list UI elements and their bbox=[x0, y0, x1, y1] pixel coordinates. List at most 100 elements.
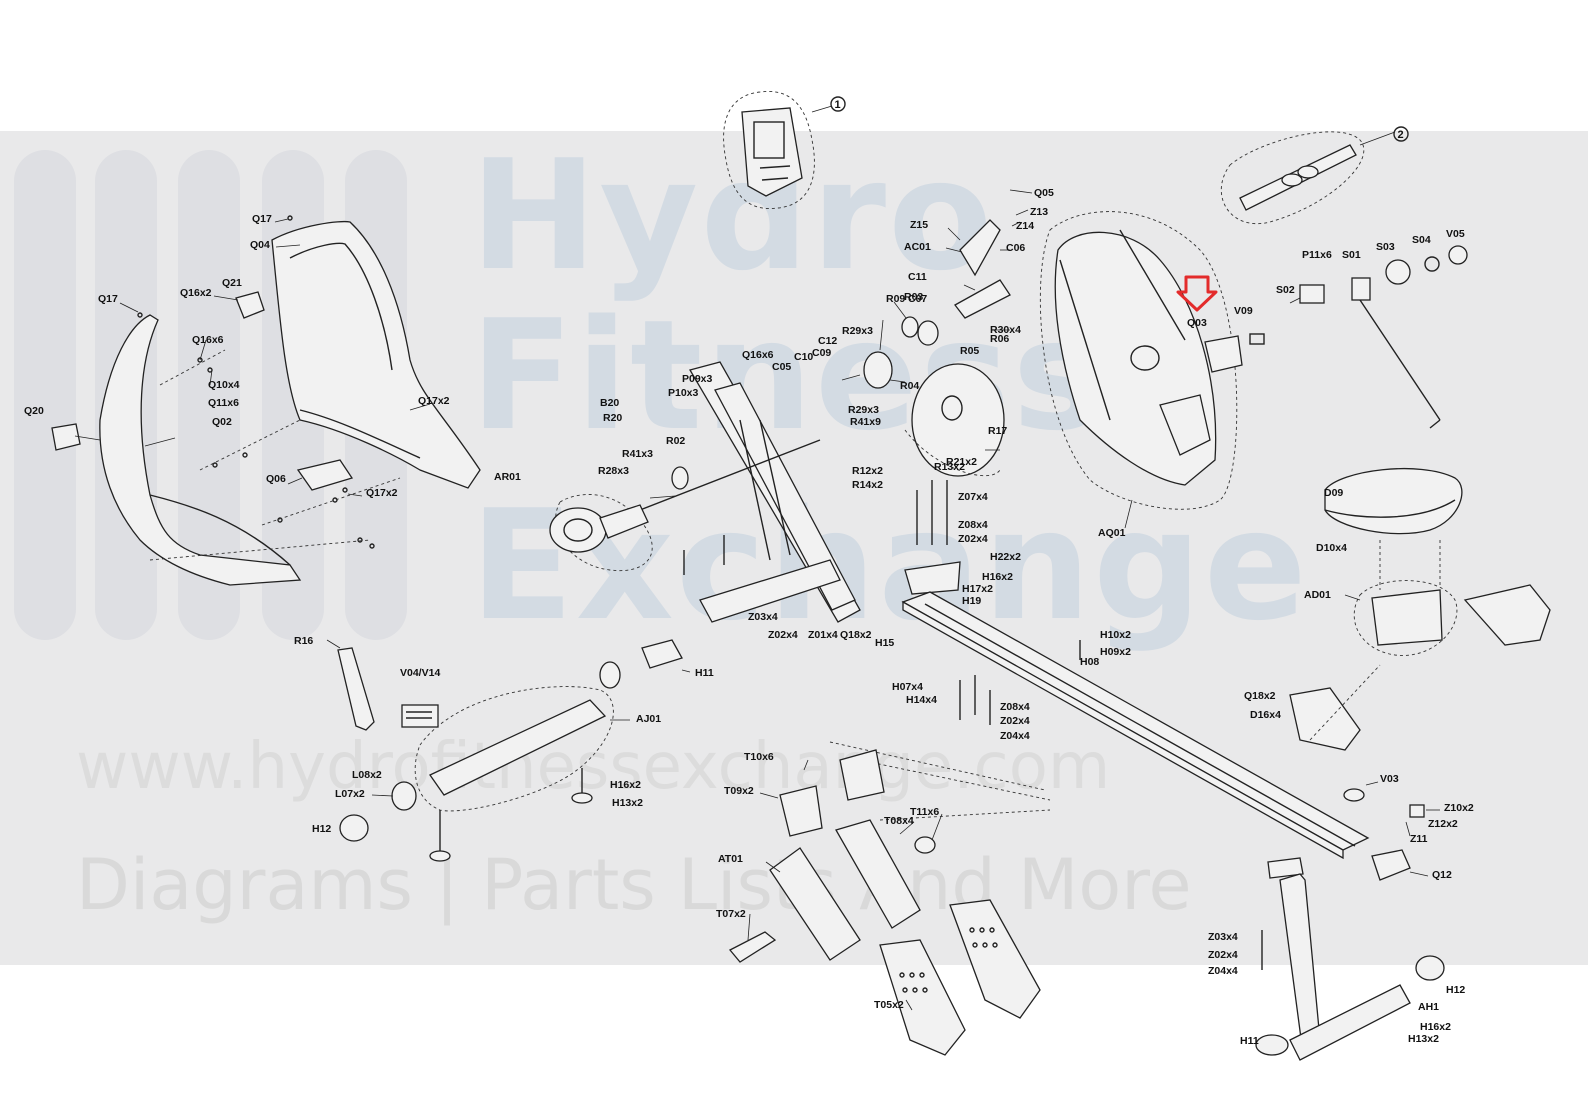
part-label: V03 bbox=[1380, 773, 1399, 785]
part-label: Z07x4 bbox=[958, 491, 988, 503]
part-label: R04 bbox=[900, 380, 919, 392]
part-label: C10 bbox=[794, 351, 813, 363]
watermark-line1: Hydro bbox=[470, 127, 995, 304]
part-label: Q16x2 bbox=[180, 287, 212, 299]
part-label: S02 bbox=[1276, 284, 1295, 296]
part-label: R14x2 bbox=[852, 479, 883, 491]
callout-2: 2 bbox=[1398, 129, 1404, 141]
part-label: R20 bbox=[603, 412, 622, 424]
part-label: Z03x4 bbox=[748, 611, 778, 623]
part-label: C07 bbox=[908, 293, 927, 305]
callout-1: 1 bbox=[835, 99, 841, 111]
part-label: AD01 bbox=[1304, 589, 1331, 601]
part-label: H12 bbox=[1446, 984, 1465, 996]
part-label: AT01 bbox=[718, 853, 743, 865]
part-label: R12x2 bbox=[852, 465, 883, 477]
seat-rail bbox=[829, 591, 1445, 1061]
part-label: T11x6 bbox=[910, 806, 939, 818]
part-label: T07x2 bbox=[716, 908, 746, 920]
part-label: C12 bbox=[818, 335, 837, 347]
watermark-tagline: Diagrams | Parts Lists And More bbox=[76, 844, 1192, 926]
part-label: H15 bbox=[875, 637, 894, 649]
seat-strap-hardware bbox=[1289, 245, 1468, 429]
part-label: Q17x2 bbox=[366, 487, 398, 499]
part-label: C05 bbox=[772, 361, 791, 373]
part-label: Q17 bbox=[98, 293, 118, 305]
part-label: P11x6 bbox=[1302, 249, 1332, 261]
part-label: R30x4 bbox=[990, 324, 1021, 336]
part-label: Q10x4 bbox=[208, 379, 240, 391]
part-label: C06 bbox=[1006, 242, 1025, 254]
part-label: H12 bbox=[312, 823, 331, 835]
part-label: C11 bbox=[908, 271, 927, 283]
part-label: P10x3 bbox=[668, 387, 699, 399]
part-label: AR01 bbox=[494, 471, 521, 483]
part-label: Z14 bbox=[1016, 220, 1034, 232]
part-label: L08x2 bbox=[352, 769, 382, 781]
callout-2-circle bbox=[1393, 126, 1409, 142]
part-label: H13x2 bbox=[612, 797, 643, 809]
part-label: H22x2 bbox=[990, 551, 1021, 563]
part-label: L07x2 bbox=[335, 788, 365, 800]
part-label: Z02x4 bbox=[1208, 949, 1238, 961]
part-label: AC01 bbox=[904, 241, 931, 253]
part-label: Q17 bbox=[252, 213, 272, 225]
part-label: P09x3 bbox=[682, 373, 713, 385]
part-label: H10x2 bbox=[1100, 629, 1131, 641]
part-label: R06 bbox=[990, 333, 1009, 345]
part-label: V05 bbox=[1446, 228, 1465, 240]
part-label: Q11x6 bbox=[208, 397, 239, 409]
part-label: Z04x4 bbox=[1208, 965, 1238, 977]
part-label: Z01x4 bbox=[808, 629, 838, 641]
rail-end-parts bbox=[1343, 781, 1440, 881]
down-arrow-icon bbox=[1176, 275, 1218, 312]
part-label: Q05 bbox=[1034, 187, 1054, 199]
part-label: R09 bbox=[886, 293, 905, 305]
seat-assembly bbox=[1289, 467, 1551, 751]
part-label: D09 bbox=[1324, 487, 1343, 499]
footrest-assembly bbox=[728, 749, 1041, 1056]
part-label: Q16x6 bbox=[742, 349, 774, 361]
part-label: Z15 bbox=[910, 219, 928, 231]
part-labels: Q17Q04Q16x2Q21Q17Q16x6Q10x4Q11x6Q20Q02Q1… bbox=[24, 187, 1474, 1047]
part-label: V09 bbox=[1234, 305, 1253, 317]
part-label: H11 bbox=[695, 667, 714, 679]
part-label: Q02 bbox=[212, 416, 232, 428]
part-label: Z13 bbox=[1030, 206, 1048, 218]
part-label: R13x2 bbox=[934, 461, 965, 473]
part-label: R29x3 bbox=[848, 404, 879, 416]
part-label: Z08x4 bbox=[958, 519, 988, 531]
part-label: Q20 bbox=[24, 405, 44, 417]
part-label: T05x2 bbox=[874, 999, 904, 1011]
part-label: H14x4 bbox=[906, 694, 937, 706]
part-label: H07x4 bbox=[892, 681, 923, 693]
part-label: T08x4 bbox=[884, 815, 914, 827]
part-label: Z02x4 bbox=[768, 629, 798, 641]
part-label: H08 bbox=[1080, 656, 1099, 668]
part-label: R05 bbox=[960, 345, 979, 357]
part-label: Z12x2 bbox=[1428, 818, 1458, 830]
watermark-url: www.hydrofitnessexchange.com bbox=[76, 730, 1111, 804]
part-label: Q16x6 bbox=[192, 334, 224, 346]
part-label: R28x3 bbox=[598, 465, 629, 477]
part-label: Z08x4 bbox=[1000, 701, 1030, 713]
part-label: Q12 bbox=[1432, 869, 1452, 881]
front-foot-assembly bbox=[326, 639, 691, 862]
part-label: S04 bbox=[1412, 234, 1431, 246]
part-label: Z03x4 bbox=[1208, 931, 1238, 943]
part-label: C09 bbox=[812, 347, 831, 359]
part-label: H17x2 bbox=[962, 583, 993, 595]
part-label: Q03 bbox=[1187, 317, 1207, 329]
part-label: AH1 bbox=[1418, 1001, 1439, 1013]
part-label: R21x2 bbox=[946, 456, 977, 468]
part-label: H16x2 bbox=[610, 779, 641, 791]
tank-casing bbox=[1039, 211, 1265, 529]
part-label: Q21 bbox=[222, 277, 242, 289]
part-label: Z10x2 bbox=[1444, 802, 1474, 814]
part-label: T10x6 bbox=[744, 751, 774, 763]
part-label: R02 bbox=[666, 435, 685, 447]
part-label: D10x4 bbox=[1316, 542, 1347, 554]
part-label: H09x2 bbox=[1100, 646, 1131, 658]
